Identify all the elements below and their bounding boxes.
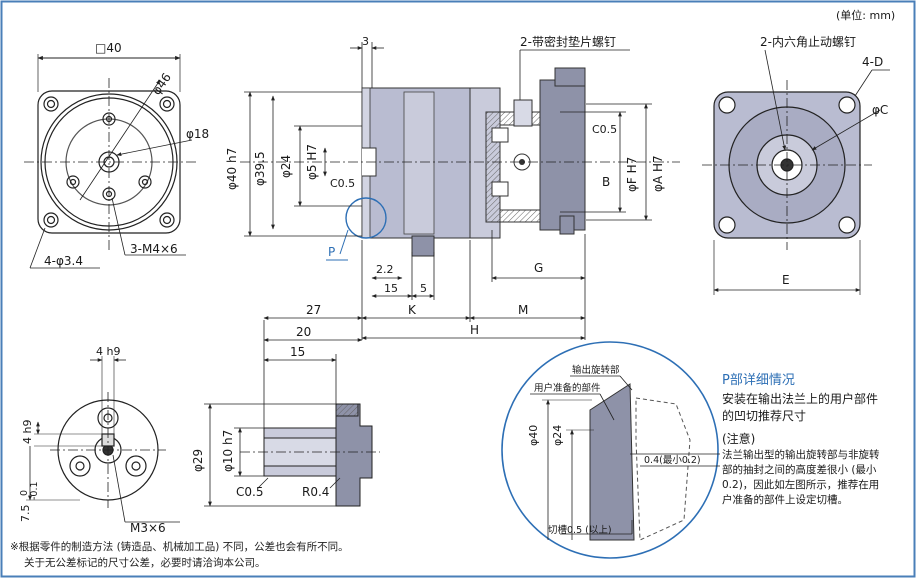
dim-k-label: K	[408, 303, 416, 317]
user-part-label: 用户准备的部件	[534, 383, 601, 394]
groove-label: 切槽0.5 (以上)	[548, 525, 612, 536]
side-view	[240, 67, 680, 261]
footnote-2: 关于无公差标记的尺寸公差，必要时请洽询本公司。	[24, 557, 266, 569]
corner-hole-bl	[43, 212, 59, 228]
caution-title: (注意)	[722, 432, 756, 446]
dia-29-label: φ29	[191, 448, 205, 472]
tol-lower-label: -0.1	[29, 481, 40, 500]
detail-dia-40-label: φ40	[527, 424, 540, 446]
dia-24-label: φ24	[279, 154, 293, 178]
dim-m-label: M	[518, 303, 529, 317]
front-view	[24, 54, 196, 269]
dim-h-label: H	[470, 323, 480, 337]
tapped-hole-3	[138, 175, 152, 189]
detail-dia-24-label: φ24	[551, 424, 564, 446]
caution-text: 法兰输出型的输出旋转部与非旋转部的抽封之间的高度差很小 (最小0.2)，因此如左…	[722, 449, 880, 506]
output-rotating-label: 输出旋转部	[572, 365, 620, 376]
dim-2-2-label: 2.2	[376, 263, 394, 276]
corner-hole-tr	[159, 96, 175, 112]
tapped-hole-2	[66, 175, 80, 189]
holes-d-label: 4-D	[862, 55, 884, 69]
detail-p-view	[501, 341, 720, 559]
shaft-r04-label: R0.4	[302, 485, 330, 499]
detail-p-circle	[345, 197, 387, 239]
dia-a-label: φA H7	[651, 155, 665, 192]
shaft-c05-label: C0.5	[236, 485, 264, 499]
shaft-side-view	[204, 320, 380, 507]
detail-p-title: P部详细情况	[722, 373, 795, 388]
thread-label: 3-M4×6	[130, 242, 178, 256]
sealing-screw	[513, 99, 533, 127]
motor-adapter	[539, 79, 586, 231]
dim-15-label: 15	[384, 282, 398, 295]
dim-20-label: 20	[296, 325, 312, 339]
dim-27-label: 27	[306, 303, 322, 317]
dim-g-label: G	[534, 261, 544, 275]
dia-10h7-label: φ10 h7	[221, 429, 235, 472]
label-p: P	[328, 245, 336, 259]
dia-18-label: φ18	[186, 127, 210, 141]
holes-label: 4-φ3.4	[44, 254, 83, 268]
key-4h9-top-label: 4 h9	[96, 345, 121, 358]
dia-c-label: φC	[872, 103, 889, 117]
corner-hole-tl	[43, 96, 59, 112]
detail-p-desc: 安装在输出法兰上的用户部件的凹切推荐尺寸	[722, 392, 879, 423]
dim-15b-label: 15	[290, 345, 306, 359]
dim-7-5-label: 7.5	[19, 504, 32, 523]
shaft-front-view	[26, 356, 180, 523]
setscrew-label: 2-内六角止动螺钉	[760, 35, 856, 49]
dim-e-label: E	[782, 273, 790, 287]
detail-p-notes: P部详细情况 安装在输出法兰上的用户部件的凹切推荐尺寸 (注意) 法兰输出型的输…	[722, 372, 882, 508]
dia-5h7-label: φ5 H7	[305, 143, 319, 180]
corner-hole-br	[159, 212, 175, 228]
gap-label: 0.4(最小0.2)	[644, 455, 701, 466]
c05-inner-label: C0.5	[330, 177, 356, 190]
dia-f-label: φF H7	[625, 156, 639, 192]
dim-5-label: 5	[420, 282, 427, 295]
dim-3-label: 3	[362, 35, 369, 48]
sealing-screw-label: 2-带密封垫片螺钉	[520, 35, 616, 49]
footnote-1: ※根据零件的制造方法 (铸造品、机械加工品) 不同，公差也会有所不同。	[10, 541, 349, 553]
key-4h9-side-label: 4 h9	[21, 419, 34, 444]
label-b: B	[602, 175, 611, 189]
dia-40h7-label: φ40 h7	[225, 147, 239, 190]
c05-outer-label: C0.5	[592, 123, 618, 136]
tapped-hole-1	[102, 112, 116, 126]
dia-39-5-label: φ39.5	[253, 151, 267, 186]
right-view	[702, 49, 890, 295]
square-40-label: □40	[95, 41, 122, 55]
unit-label: (单位: mm)	[836, 9, 896, 22]
shaft-thread-label: M3×6	[130, 521, 166, 535]
